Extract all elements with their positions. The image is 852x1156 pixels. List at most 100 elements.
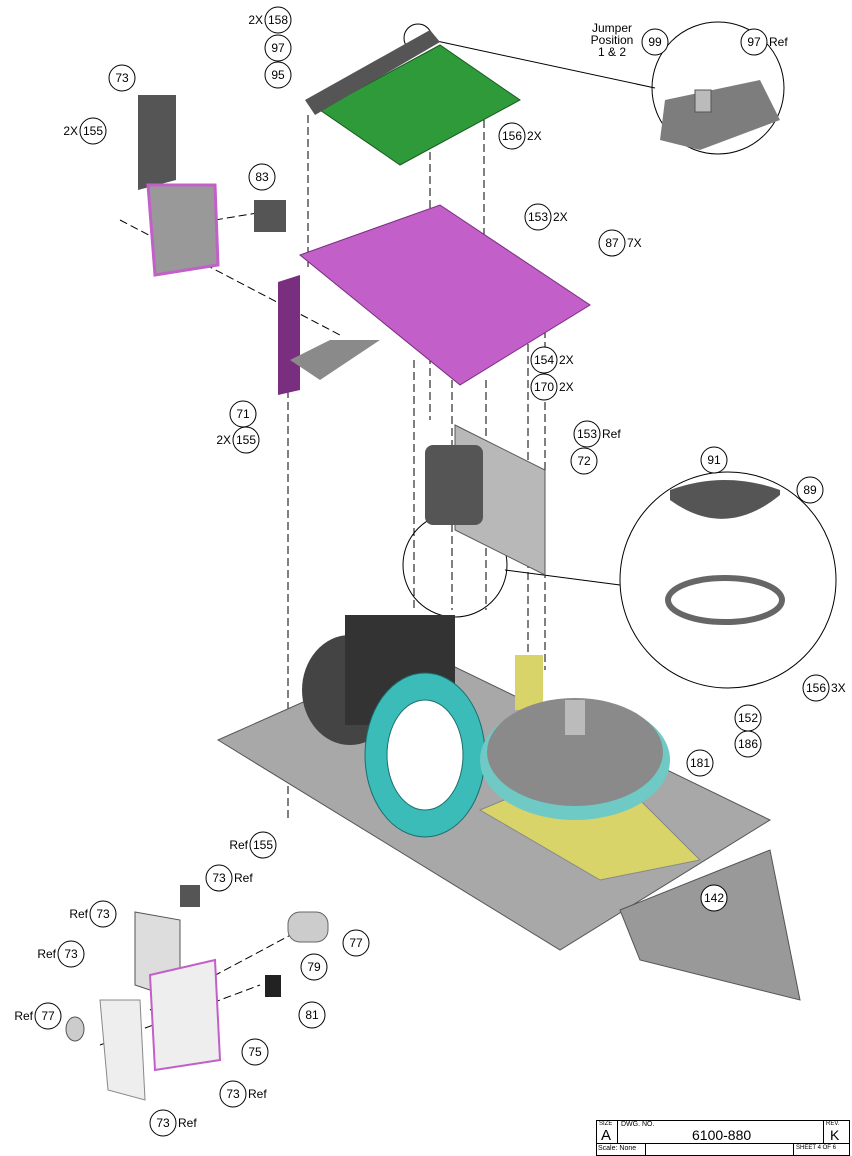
balloon: 73 Ref <box>205 864 253 892</box>
switch-box <box>138 95 286 277</box>
balloon-prefix: Ref <box>14 1009 33 1023</box>
balloon-number: 73 <box>212 871 226 885</box>
balloon-number: 152 <box>738 711 758 725</box>
balloon-circle <box>524 203 552 231</box>
balloon-suffix: 2X <box>559 353 574 367</box>
balloon-number: 99 <box>648 35 662 49</box>
rev-label: REV. <box>826 1121 840 1127</box>
balloon: 152 <box>734 704 762 732</box>
balloon: 79 <box>300 953 328 981</box>
balloon-number: 81 <box>305 1008 319 1022</box>
balloon-number: 75 <box>248 1045 262 1059</box>
balloon-suffix: Ref <box>769 35 788 49</box>
balloon: 95 <box>264 61 292 89</box>
balloon-circle <box>300 953 328 981</box>
balloon-circle <box>342 929 370 957</box>
balloon-suffix: Ref <box>234 871 253 885</box>
balloon-circle <box>248 163 276 191</box>
balloon-circle <box>34 1002 62 1030</box>
balloon-circle <box>700 446 728 474</box>
bracket-plate <box>278 204 591 395</box>
balloon: 97 Ref <box>740 28 788 56</box>
balloon-suffix: Ref <box>178 1116 197 1130</box>
balloon-circle <box>686 749 714 777</box>
dwg-no-label: DWG. NO. <box>621 1121 655 1128</box>
balloon-number: 155 <box>83 124 103 138</box>
balloon-number: 97 <box>747 35 761 49</box>
balloon-number: 155 <box>236 433 256 447</box>
sheet: SHEET 4 OF 6 <box>796 1145 836 1151</box>
balloon-number: 87 <box>605 236 619 250</box>
balloon: 81 <box>298 1001 326 1029</box>
balloon-circle <box>249 831 277 859</box>
balloon-suffix: 2X <box>553 210 568 224</box>
size-label: SIZE <box>599 1121 613 1127</box>
dwg-no: 6100-880 <box>692 1127 752 1143</box>
clamp-detail <box>665 480 785 625</box>
balloon-number: 156 <box>806 681 826 695</box>
balloon-number: 142 <box>704 891 724 905</box>
balloon-circle <box>264 61 292 89</box>
balloon-circle <box>641 28 669 56</box>
balloon-circle <box>498 122 526 150</box>
balloon: 83 <box>248 163 276 191</box>
balloon-number: 83 <box>255 170 269 184</box>
balloon-circle <box>108 64 136 92</box>
jumper-note-line: Jumper <box>592 21 632 35</box>
balloon: 77 <box>342 929 370 957</box>
balloon: 73 Ref <box>149 1109 197 1137</box>
capacitor-bracket <box>425 424 546 576</box>
jumper-note-line: 1 & 2 <box>598 45 626 59</box>
balloon-suffix: 2X <box>527 129 542 143</box>
balloon: 99 <box>641 28 669 56</box>
balloon-number: 97 <box>271 41 285 55</box>
balloon-number: 156 <box>502 129 522 143</box>
balloon-circle <box>530 373 558 401</box>
balloon-number: 91 <box>707 453 721 467</box>
balloon-circle <box>573 420 601 448</box>
pcb-board <box>305 30 521 166</box>
balloon-number: 95 <box>271 68 285 82</box>
balloon-number: 155 <box>253 838 273 852</box>
balloon: 89 <box>796 476 824 504</box>
balloon-circle <box>264 6 292 34</box>
balloon: 186 <box>734 730 762 758</box>
jumper-detail <box>660 80 780 150</box>
balloon-number: 73 <box>226 1087 240 1101</box>
balloon-prefix: Ref <box>229 838 248 852</box>
balloon-circle <box>149 1109 177 1137</box>
size-value: A <box>601 1127 612 1144</box>
balloon-number: 154 <box>534 353 554 367</box>
size-cell: SIZE A <box>597 1121 618 1144</box>
balloon-circle <box>700 884 728 912</box>
balloon: 156 2X <box>498 122 542 150</box>
balloon-number: 73 <box>156 1116 170 1130</box>
balloon-number: 186 <box>738 737 758 751</box>
balloon-circle <box>530 346 558 374</box>
balloon: 91 <box>700 446 728 474</box>
balloon: 153 2X <box>524 203 568 231</box>
balloon-number: 153 <box>528 210 548 224</box>
balloon-prefix: Ref <box>37 947 56 961</box>
balloon-suffix: Ref <box>602 427 621 441</box>
balloon-circle <box>802 674 830 702</box>
rev-value: K <box>830 1127 840 1143</box>
balloon-number: 89 <box>803 483 817 497</box>
jumper-note-line: Position <box>591 33 634 47</box>
rev-cell: REV. K <box>823 1121 849 1143</box>
balloon-circle <box>219 1080 247 1108</box>
balloon-number: 79 <box>307 960 321 974</box>
balloon-circle <box>298 1001 326 1029</box>
balloon-number: 170 <box>534 380 554 394</box>
balloon-circle <box>57 940 85 968</box>
balloon-suffix: 7X <box>627 236 642 250</box>
balloon-number: 158 <box>268 13 288 27</box>
